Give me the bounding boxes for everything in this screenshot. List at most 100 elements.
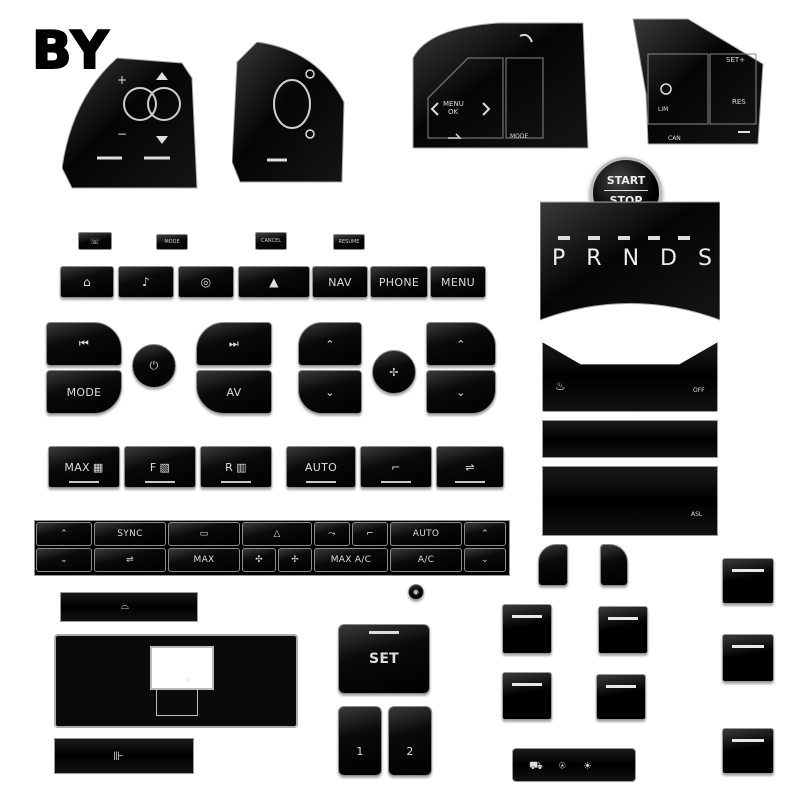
plus-symbol: +: [117, 73, 127, 87]
small-tab-cancel-label: CANCEL: [260, 238, 282, 244]
gear-s: S: [698, 246, 712, 271]
panel-seat-button[interactable]: ⌐: [352, 522, 388, 546]
set-button[interactable]: SET: [338, 624, 430, 694]
hazard-triangle-icon: ▲: [269, 275, 279, 289]
panel-defrost-button[interactable]: ▭: [168, 522, 240, 546]
av-label: AV: [226, 385, 242, 399]
panel-airflow-button[interactable]: ⤳: [314, 522, 350, 546]
panel-recirc-button[interactable]: ⇌: [94, 548, 166, 572]
fan-icon: ✢: [389, 365, 399, 379]
temp-up-right-button[interactable]: ⌃: [426, 322, 496, 366]
steering-set-plus-label: SET+: [726, 56, 745, 64]
small-tab-mode[interactable]: MODE: [156, 234, 188, 250]
nav-label: NAV: [328, 275, 352, 289]
airflow-icon: ⤳: [328, 529, 336, 539]
lock-icon: ⌂: [83, 275, 91, 289]
panel-down-right[interactable]: ⌄: [464, 548, 506, 572]
music-note-icon: ♪: [142, 275, 150, 289]
blank-button[interactable]: [598, 606, 648, 654]
panel-sync-button[interactable]: SYNC: [94, 522, 166, 546]
temp-down-right-button[interactable]: ⌄: [426, 370, 496, 414]
bottom-button-strip: ⛟ ⍟ ☀: [512, 748, 636, 782]
panel-down-left[interactable]: ⌄: [36, 548, 92, 572]
av-button[interactable]: AV: [196, 370, 272, 414]
memory-2-button[interactable]: 2: [388, 706, 432, 776]
small-round-button[interactable]: ◉: [408, 584, 424, 600]
panel-max-button[interactable]: MAX: [168, 548, 240, 572]
steering-ok-label: OK: [448, 108, 459, 116]
temp-down-left-button[interactable]: ⌄: [298, 370, 362, 414]
windshield-icon: ▧: [159, 460, 171, 474]
car-recirculation-icon: ⇌: [126, 555, 134, 565]
hazard-button[interactable]: ▲: [238, 266, 310, 298]
air-recirculation-button[interactable]: ⇌: [436, 446, 504, 488]
fan-button[interactable]: ✢: [372, 350, 416, 394]
auto-climate-label: AUTO: [304, 460, 338, 474]
gear-d: D: [660, 246, 677, 271]
media-mode-button[interactable]: MODE: [46, 370, 122, 414]
chevron-down-icon: ⌄: [481, 555, 489, 565]
memory-1-label: 1: [356, 744, 364, 758]
rear-defrost-button[interactable]: R ▥: [200, 446, 272, 488]
chevron-down-icon: ⌄: [325, 385, 335, 399]
seat-heat-button[interactable]: ⌐: [360, 446, 432, 488]
hazard-triangle-icon: △: [273, 529, 281, 539]
small-cap-left[interactable]: [538, 544, 568, 586]
menu-button[interactable]: MENU: [430, 266, 486, 298]
fan-large-icon: ✢: [291, 555, 299, 565]
light-icon: ☼: [184, 676, 193, 686]
minus-symbol: −: [117, 127, 127, 141]
defrost-icon: ▭: [199, 529, 209, 539]
car-door-strip: ⌓: [60, 592, 198, 622]
light-switch-frame: ☼: [54, 634, 298, 728]
lock-button[interactable]: ⌂: [60, 266, 114, 298]
small-tab-resume[interactable]: RESUME: [333, 234, 365, 250]
previous-track-button[interactable]: ⏮: [46, 322, 122, 366]
panel-hazard-button[interactable]: △: [242, 522, 312, 546]
small-tab-phone[interactable]: ☏: [78, 232, 112, 250]
steering-right-piece: SET+ LIM RES CAN: [628, 14, 768, 149]
blank-button[interactable]: [502, 672, 552, 720]
front-defrost-button[interactable]: F ▧: [124, 446, 196, 488]
panel-max-ac-button[interactable]: MAX A/C: [314, 548, 388, 572]
music-button[interactable]: ♪: [118, 266, 174, 298]
power-button[interactable]: ⏻: [132, 344, 176, 388]
steering-mid-piece: MENU OK MODE: [408, 18, 593, 153]
max-defrost-button[interactable]: MAX ▦: [48, 446, 120, 488]
panel-ac-button[interactable]: A/C: [390, 548, 462, 572]
fan-small-icon: ✣: [255, 555, 263, 565]
temp-up-left-button[interactable]: ⌃: [298, 322, 362, 366]
asl-label: ASL: [691, 511, 703, 518]
logo-text: BY: [32, 21, 110, 78]
panel-auto-button[interactable]: AUTO: [390, 522, 462, 546]
rear-label: R: [225, 460, 234, 474]
panel-up-left[interactable]: ⌃: [36, 522, 92, 546]
nav-button[interactable]: NAV: [312, 266, 368, 298]
seat-icon: ⌐: [366, 529, 374, 539]
steering-mode-label: MODE: [510, 133, 529, 140]
traction-off-label: OFF: [693, 387, 705, 394]
warning-icon: ⍟: [559, 759, 566, 772]
climate-strip-middle: [542, 420, 718, 458]
blank-button[interactable]: [502, 604, 552, 654]
memory-2-label: 2: [406, 744, 414, 758]
disc-icon: ◎: [200, 275, 212, 289]
small-cap-right[interactable]: [600, 544, 628, 586]
blank-button[interactable]: [722, 558, 774, 604]
panel-up-right[interactable]: ⌃: [464, 522, 506, 546]
panel-fan-down-button[interactable]: ✣: [242, 548, 276, 572]
parking-assist-icon: ⛟: [529, 759, 543, 772]
blank-button[interactable]: [722, 634, 774, 682]
blank-button[interactable]: [596, 674, 646, 720]
panel-fan-up-button[interactable]: ✢: [278, 548, 312, 572]
chevron-down-icon: ⌄: [456, 385, 466, 399]
max-defrost-label: MAX: [64, 460, 90, 474]
next-track-button[interactable]: ⏭: [196, 322, 272, 366]
auto-climate-button[interactable]: AUTO: [286, 446, 356, 488]
disc-button[interactable]: ◎: [178, 266, 234, 298]
phone-button[interactable]: PHONE: [370, 266, 428, 298]
small-tab-cancel[interactable]: CANCEL: [255, 232, 287, 250]
steering-left-piece: + −: [62, 48, 237, 198]
blank-button[interactable]: [722, 728, 774, 774]
memory-1-button[interactable]: 1: [338, 706, 382, 776]
